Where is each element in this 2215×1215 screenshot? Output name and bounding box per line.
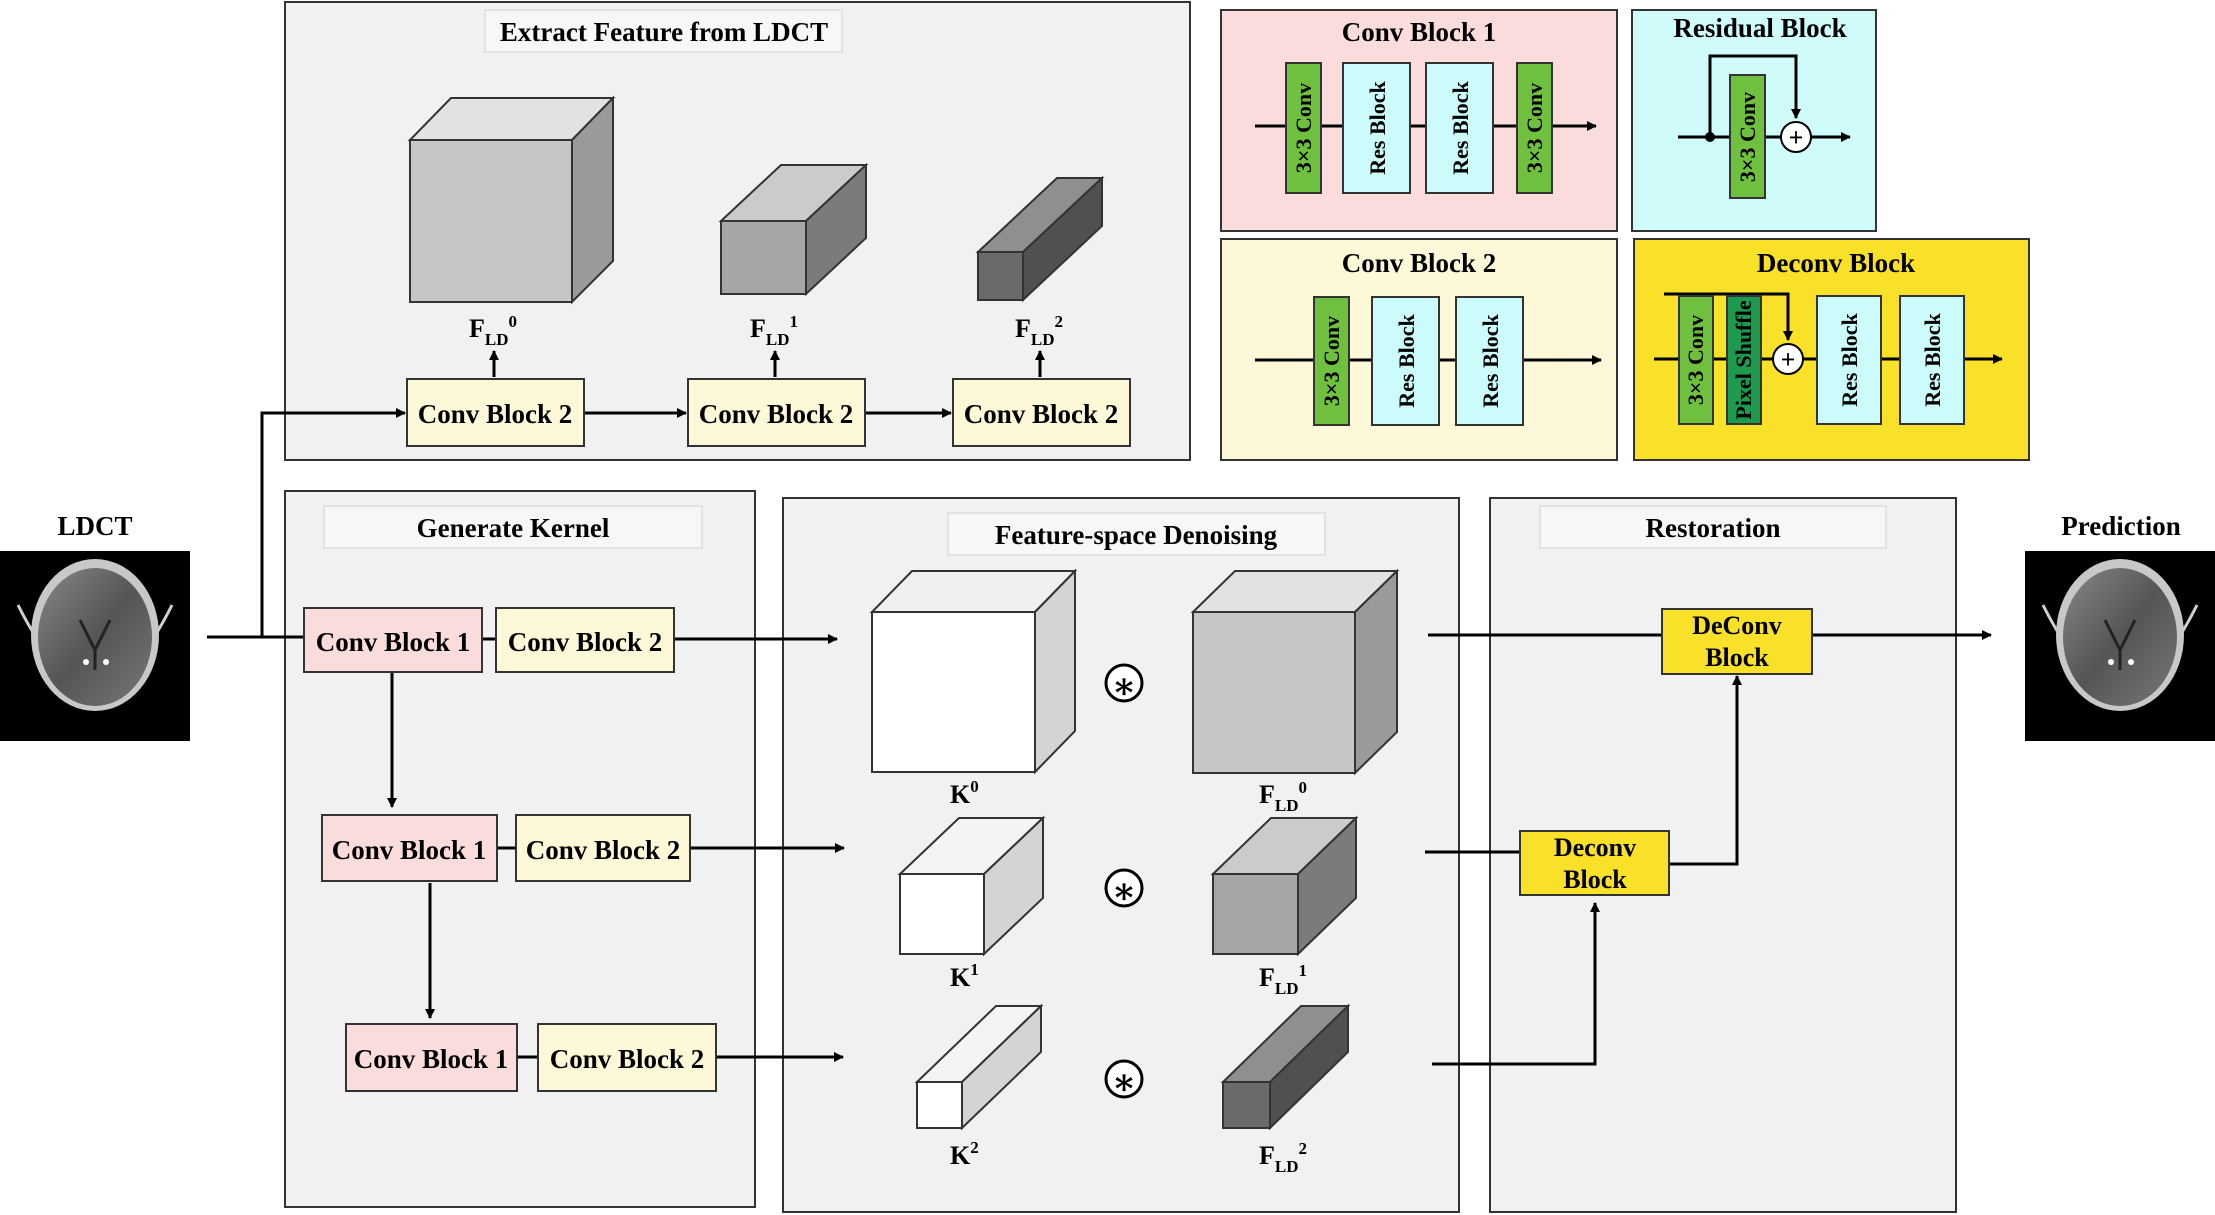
legend-conv-block-2: Conv Block 2 3×3 Conv Res Block Res Bloc… bbox=[1220, 238, 1618, 461]
legend-deconv-res-a: Res Block bbox=[1837, 312, 1862, 406]
svg-text:Deconv: Deconv bbox=[1554, 833, 1636, 862]
legend-deconv-block: Deconv Block 3×3 Conv Pixel Shuffle + Re… bbox=[1633, 238, 2030, 461]
cube-k1 bbox=[897, 815, 1046, 957]
deconv-block-mid: Deconv Block bbox=[1519, 830, 1670, 896]
panel-title-generate: Generate Kernel bbox=[417, 513, 610, 543]
legend-conv1-res-a: Res Block bbox=[1365, 80, 1390, 174]
conv-block-2-kernel-1: Conv Block 2 bbox=[515, 814, 691, 882]
svg-text:Conv Block 2: Conv Block 2 bbox=[418, 399, 573, 429]
cube-fld1-denoise bbox=[1210, 815, 1359, 957]
label-k2: K2 bbox=[950, 1138, 979, 1170]
svg-text:∗: ∗ bbox=[1112, 666, 1137, 706]
conv-block-2-kernel-2: Conv Block 2 bbox=[537, 1023, 717, 1092]
panel-title-denoise: Feature-space Denoising bbox=[995, 520, 1278, 550]
svg-text:∗: ∗ bbox=[1112, 871, 1137, 911]
label-fld0-denoise: FLD0 bbox=[1259, 778, 1307, 815]
legend-conv1-res-b: Res Block bbox=[1448, 80, 1473, 174]
conv-block-1-kernel-2: Conv Block 1 bbox=[345, 1023, 518, 1092]
conv-block-1-kernel-1: Conv Block 1 bbox=[321, 814, 498, 882]
cube-k0 bbox=[869, 568, 1078, 775]
label-fld0-extract: FLD0 bbox=[469, 312, 517, 349]
conv-block-2-extract-0: Conv Block 2 bbox=[406, 378, 585, 447]
legend-residual-conv3x3: 3×3 Conv bbox=[1735, 92, 1760, 182]
svg-text:Block: Block bbox=[1563, 865, 1627, 894]
svg-text:Conv Block 2: Conv Block 2 bbox=[508, 627, 663, 657]
conv-operator-2: ∗ bbox=[1104, 1059, 1144, 1102]
deconv-block-top: DeConv Block bbox=[1661, 608, 1813, 675]
svg-text:∗: ∗ bbox=[1112, 1062, 1137, 1102]
conv-operator-0: ∗ bbox=[1104, 663, 1144, 706]
label-fld2-denoise: FLD2 bbox=[1259, 1139, 1307, 1176]
legend-residual-block: Residual Block 3×3 Conv + bbox=[1631, 9, 1877, 232]
prediction-label: Prediction bbox=[2061, 511, 2180, 541]
legend-deconv-conv3x3: 3×3 Conv bbox=[1683, 315, 1708, 405]
svg-text:DeConv: DeConv bbox=[1692, 611, 1782, 640]
label-k0: K0 bbox=[950, 777, 979, 809]
legend-title-residual: Residual Block bbox=[1673, 13, 1846, 43]
ldct-input: LDCT bbox=[0, 511, 190, 741]
conv-operator-1: ∗ bbox=[1104, 868, 1144, 911]
label-k1: K1 bbox=[950, 960, 979, 992]
svg-text:Conv Block 1: Conv Block 1 bbox=[354, 1044, 509, 1074]
legend-title-conv1: Conv Block 1 bbox=[1342, 17, 1497, 47]
label-fld2-extract: FLD2 bbox=[1015, 312, 1063, 349]
legend-title-conv2: Conv Block 2 bbox=[1342, 248, 1497, 278]
cube-fld2-extract bbox=[975, 175, 1105, 303]
panel-title-restoration: Restoration bbox=[1646, 513, 1781, 543]
legend-conv1-conv3x3-b: 3×3 Conv bbox=[1522, 83, 1547, 173]
legend-deconv-res-b: Res Block bbox=[1920, 312, 1945, 406]
conv-block-1-kernel-0: Conv Block 1 bbox=[303, 607, 483, 673]
legend-conv1-conv3x3-a: 3×3 Conv bbox=[1291, 83, 1316, 173]
prediction-output: Prediction bbox=[2025, 511, 2215, 741]
legend-residual-plus: + bbox=[1789, 123, 1804, 152]
connectors bbox=[207, 350, 1992, 1066]
label-fld1-extract: FLD1 bbox=[750, 312, 798, 349]
svg-text:Conv Block 2: Conv Block 2 bbox=[964, 399, 1119, 429]
conv-block-2-extract-1: Conv Block 2 bbox=[687, 378, 866, 447]
cube-fld0-denoise bbox=[1190, 568, 1400, 776]
legend-conv2-res-a: Res Block bbox=[1394, 313, 1419, 407]
legend-title-deconv: Deconv Block bbox=[1757, 248, 1915, 278]
cube-k2 bbox=[914, 1003, 1044, 1131]
legend-conv2-res-b: Res Block bbox=[1478, 313, 1503, 407]
cube-fld0-extract bbox=[407, 95, 616, 305]
legend-conv2-conv3x3: 3×3 Conv bbox=[1319, 316, 1344, 406]
legend-conv-block-1: Conv Block 1 3×3 Conv Res Block Res Bloc… bbox=[1220, 9, 1618, 232]
cube-fld1-extract bbox=[718, 162, 869, 297]
label-fld1-denoise: FLD1 bbox=[1259, 961, 1307, 998]
conv-block-2-kernel-0: Conv Block 2 bbox=[495, 607, 675, 673]
ldct-label: LDCT bbox=[57, 511, 132, 541]
svg-text:Block: Block bbox=[1705, 643, 1769, 672]
legend-deconv-pixel-shuffle: Pixel Shuffle bbox=[1731, 300, 1756, 419]
cube-fld2-denoise bbox=[1220, 1003, 1351, 1131]
svg-text:Conv Block 1: Conv Block 1 bbox=[316, 627, 471, 657]
legend-deconv-plus: + bbox=[1781, 345, 1796, 374]
svg-text:Conv Block 1: Conv Block 1 bbox=[332, 835, 487, 865]
conv-block-2-extract-2: Conv Block 2 bbox=[952, 378, 1131, 447]
panel-title-extract: Extract Feature from LDCT bbox=[500, 17, 828, 47]
svg-text:Conv Block 2: Conv Block 2 bbox=[526, 835, 681, 865]
svg-text:Conv Block 2: Conv Block 2 bbox=[550, 1044, 705, 1074]
svg-text:Conv Block 2: Conv Block 2 bbox=[699, 399, 854, 429]
